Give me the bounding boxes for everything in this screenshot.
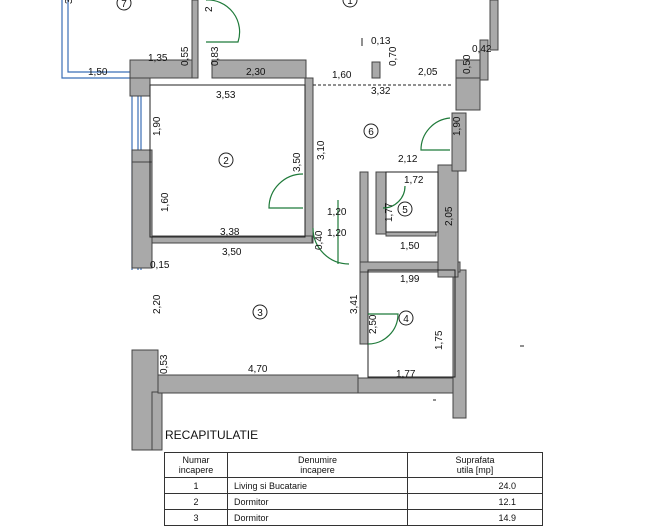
dim-label: 1,35: [148, 53, 168, 64]
dim-label: 0,40: [314, 230, 325, 250]
dim-label: 1,77: [384, 202, 395, 222]
dim-label: 4,70: [248, 364, 268, 375]
plan-marks: [361, 38, 524, 401]
room-3: 3: [257, 308, 263, 319]
dim-label: 0,42: [472, 44, 492, 55]
dim-label: 1,60: [332, 70, 352, 81]
door-arcs: [206, 0, 451, 345]
dim-label: 1,20: [327, 228, 347, 239]
dim-label: 3,53: [216, 90, 236, 101]
dim-label: 3,50: [222, 247, 242, 258]
header-text: utila [mp]: [456, 465, 494, 475]
room-numbers: 7 1 2 6 5 3 4: [121, 0, 409, 325]
dim-label: 3,10: [316, 140, 327, 160]
col-header-area: Suprafata utila [mp]: [407, 452, 543, 478]
dim-label: 3,32: [371, 86, 391, 97]
dim-label: 1,20: [327, 207, 347, 218]
dim-label: 2,12: [398, 154, 418, 165]
table-row: 1 Living si Bucatarie 24.0: [164, 477, 543, 494]
dim-label: 0,55: [180, 46, 191, 66]
room-1: 1: [347, 0, 353, 7]
room-2: 2: [223, 156, 229, 167]
dim-label: 1,50: [400, 241, 420, 252]
room-7: 7: [121, 0, 127, 10]
room-outlines: [149, 84, 456, 378]
table-row: 2 Dormitor 12.1: [164, 493, 543, 510]
recap-table: Numar incapere Denumire incapere Suprafa…: [164, 452, 543, 526]
cell-number: 1: [164, 477, 228, 494]
dim-label: 0,15: [150, 260, 170, 271]
cell-area: 12.1: [407, 493, 543, 510]
dim-label: 3,38: [220, 227, 240, 238]
cell-name: Living si Bucatarie: [227, 477, 408, 494]
dim-label: 0,50: [462, 54, 473, 74]
dim-label: 2,05: [418, 67, 438, 78]
dim-label: 2,30: [246, 67, 266, 78]
col-header-number: Numar incapere: [164, 452, 228, 478]
cell-name: Dormitor: [227, 509, 408, 526]
dim-label: 1,50: [88, 67, 108, 78]
header-text: incapere: [300, 465, 335, 475]
header-text: Denumire: [297, 455, 337, 465]
recap-header-row: Numar incapere Denumire incapere Suprafa…: [164, 452, 543, 478]
cell-number: 3: [164, 509, 228, 526]
dim-label: 0,13: [371, 36, 391, 47]
dimension-labels: 1,35 1,50 2,30 1,60 0,13 2,05 0,42 3,53 …: [88, 36, 492, 380]
dim-label: 0,53: [159, 354, 170, 374]
dim-label: 2,20: [152, 294, 163, 314]
room-5: 5: [402, 205, 408, 216]
dim-label: 1,90: [452, 116, 463, 136]
dim-label: 0,83: [210, 46, 221, 66]
dim-label: 0,70: [388, 46, 399, 66]
dim-label: 1,72: [404, 175, 424, 186]
room-4: 4: [403, 314, 409, 325]
dim-label: 1,77: [396, 369, 416, 380]
cell-area: 24.0: [407, 477, 543, 494]
dim-label: 1,90: [152, 116, 163, 136]
cell-area: 14.9: [407, 509, 543, 526]
cell-name: Dormitor: [227, 493, 408, 510]
dim-label: 2,05: [444, 206, 455, 226]
cell-number: 2: [164, 493, 228, 510]
recap-title: RECAPITULATIE: [165, 428, 259, 442]
room-6: 6: [368, 127, 374, 138]
dim-label: 1,75: [434, 330, 445, 350]
header-text: Suprafata: [455, 455, 495, 465]
dimension-labels-vertical: 3 0,55 0,83 2 0,70 0,50 1,90 3,50 3,10 1…: [64, 0, 473, 374]
header-text: Numar: [182, 455, 210, 465]
table-row: 3 Dormitor 14.9: [164, 509, 543, 526]
header-text: incapere: [178, 465, 214, 475]
col-header-name: Denumire incapere: [227, 452, 408, 478]
dim-label: 3: [64, 0, 75, 4]
dim-label: 3,41: [349, 294, 360, 314]
dim-label: 1,99: [400, 274, 420, 285]
walls: [129, 0, 499, 451]
room-markers: [116, 0, 414, 326]
dim-label: 2: [204, 6, 215, 12]
dim-label: 2,50: [368, 314, 379, 334]
dim-label: 1,60: [160, 192, 171, 212]
dim-label: 3,50: [292, 152, 303, 172]
